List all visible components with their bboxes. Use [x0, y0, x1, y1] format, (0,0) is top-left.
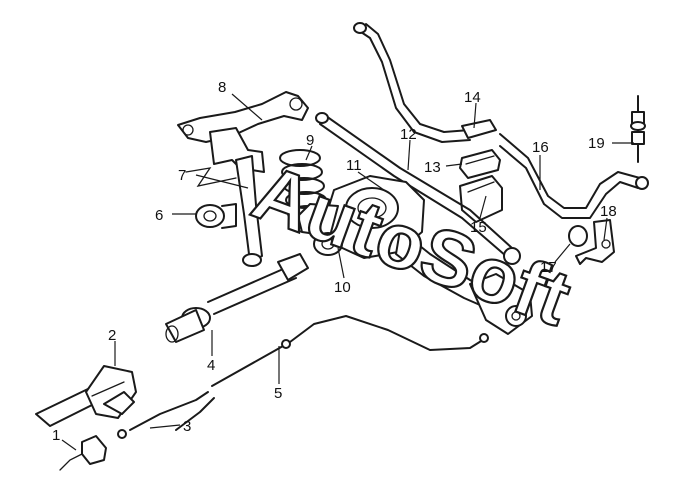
- part-brake-rod: [117, 391, 209, 439]
- callout-16: 16: [532, 139, 549, 156]
- part-axle-housing: [297, 175, 501, 313]
- callout-4: 4: [207, 357, 215, 374]
- callout-11: 11: [346, 157, 362, 174]
- part-upper-trailing-arm: [177, 91, 309, 143]
- part-stabilizer-bar: [353, 22, 649, 219]
- part-switch: [59, 435, 107, 471]
- callout-6: 6: [155, 207, 163, 224]
- callout-19: 19: [588, 135, 605, 152]
- callout-13: 13: [424, 159, 441, 176]
- part-propeller-shaft: [165, 253, 309, 343]
- callout-17: 17: [540, 259, 557, 276]
- callout-5: 5: [274, 385, 282, 402]
- callout-7: 7: [178, 167, 186, 184]
- callout-15: 15: [470, 219, 487, 236]
- callout-labels: 1 2 3 4 5 6 7 8 9 10 11 12 13 14 15 16 1…: [52, 79, 617, 444]
- part-clamp-14: [461, 119, 497, 139]
- part-bracket-18: [575, 219, 615, 265]
- callout-8: 8: [218, 79, 226, 96]
- part-lateral-rod: [315, 112, 521, 265]
- part-bushing-6: [195, 203, 237, 229]
- part-brake-cable: [175, 315, 489, 431]
- part-link-bolt: [630, 95, 646, 163]
- leader-lines: [61, 93, 634, 451]
- callout-1: 1: [52, 427, 60, 444]
- callout-10: 10: [334, 279, 351, 296]
- callout-14: 14: [464, 89, 481, 106]
- part-bushing-17: [568, 225, 588, 247]
- callout-12: 12: [400, 126, 417, 143]
- callout-9: 9: [306, 132, 314, 149]
- part-lower-link: [185, 127, 265, 267]
- callout-2: 2: [108, 327, 116, 344]
- callout-3: 3: [183, 418, 191, 435]
- callout-18: 18: [600, 203, 617, 220]
- part-hub-flange: [469, 273, 533, 335]
- part-bushing-13: [459, 149, 501, 179]
- part-hand-brake-lever: [35, 365, 137, 427]
